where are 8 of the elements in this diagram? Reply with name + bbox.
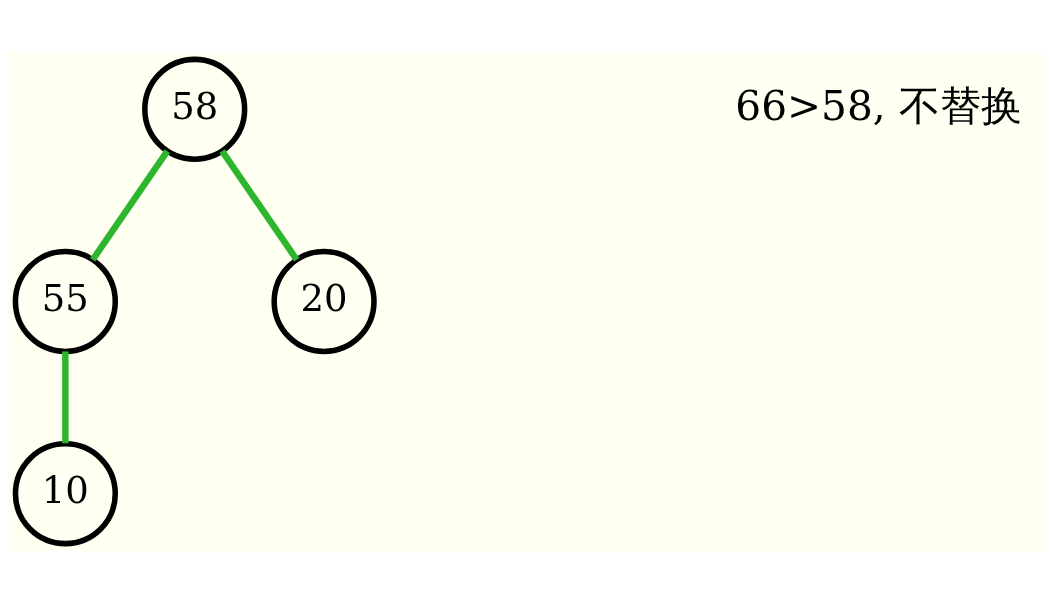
node-circle: 10 [12, 440, 118, 546]
connector [219, 148, 300, 262]
connector [90, 148, 170, 262]
node-circle: 55 [12, 248, 118, 354]
node-circle: 20 [271, 248, 377, 354]
connector [62, 350, 69, 443]
label: 66>58, 不替换 [735, 81, 1022, 130]
node-circle: 58 [142, 56, 248, 162]
